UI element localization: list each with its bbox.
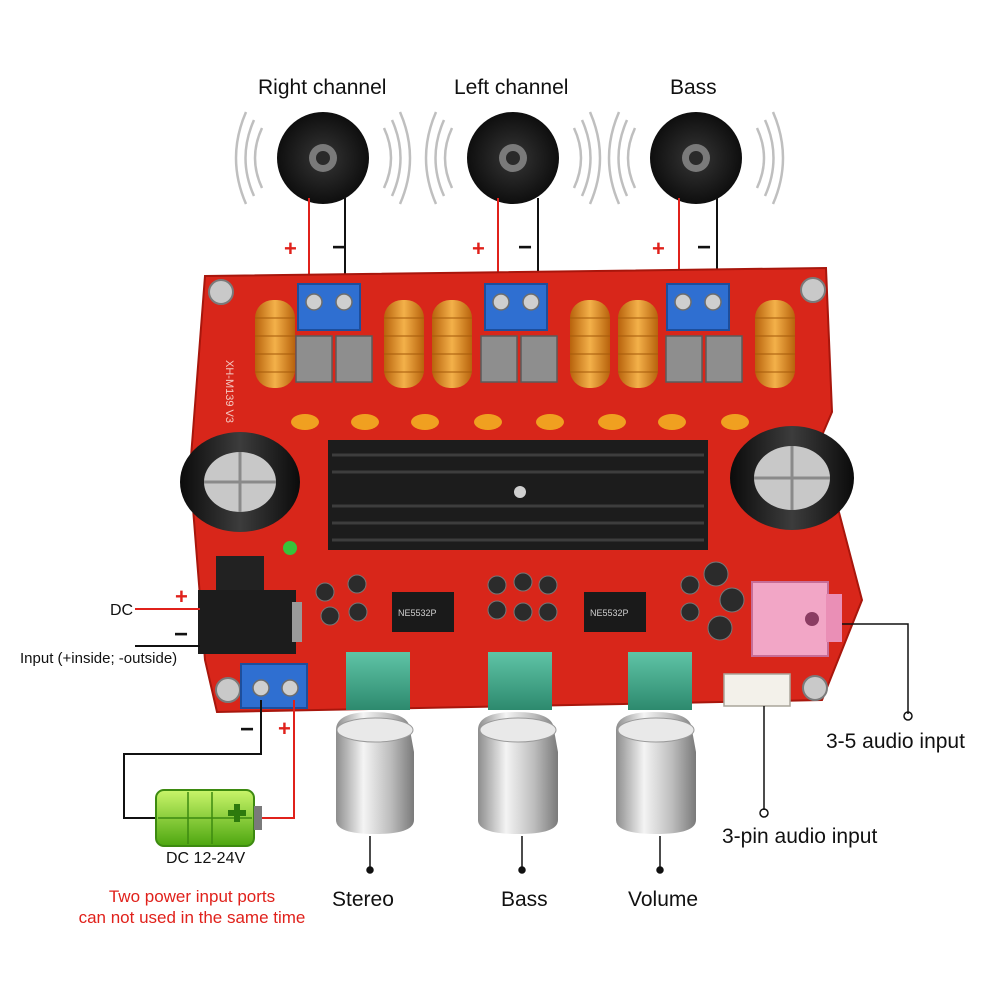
svg-text:XH-M139 V3: XH-M139 V3	[223, 360, 235, 423]
heatsink	[328, 440, 708, 550]
bass-knob[interactable]	[478, 712, 558, 834]
svg-text:NE5532P: NE5532P	[398, 608, 437, 618]
battery-voltage-label: DC 12-24V	[166, 850, 246, 867]
small-capacitors	[315, 561, 745, 641]
left-channel-label: Left channel	[454, 76, 569, 99]
inductors	[255, 300, 795, 388]
main-capacitors	[180, 426, 854, 532]
op-amp-chips: NE5532P NE5532P	[392, 592, 646, 632]
knob-leader-lines	[366, 836, 664, 874]
left-speaker	[424, 111, 602, 205]
ceramic-caps	[291, 414, 749, 430]
dc-plus-sign: +	[175, 584, 188, 609]
speaker-terminals	[297, 283, 730, 331]
right-plus-sign: +	[284, 236, 297, 261]
dc-input-label: Input (+inside; -outside)	[20, 650, 178, 667]
three-pin-connector	[723, 673, 791, 707]
terminal-minus-sign: −	[240, 716, 255, 743]
dc-barrel-jack	[198, 590, 296, 654]
jack-input-label: 3-5 audio input	[826, 730, 965, 753]
bass-speaker-label: Bass	[670, 76, 717, 99]
left-plus-sign: +	[472, 236, 485, 261]
power-terminal	[240, 663, 308, 709]
dc-label: DC	[110, 602, 134, 619]
bass-knob-label: Bass	[501, 888, 548, 911]
potentiometers	[346, 652, 692, 710]
smd-inductors	[295, 335, 743, 383]
terminal-plus-sign: +	[278, 716, 291, 741]
pin-input-label: 3-pin audio input	[722, 825, 878, 848]
stereo-knob-label: Stereo	[332, 888, 394, 911]
power-warning-line1: Two power input ports	[108, 887, 276, 906]
volume-knob-label: Volume	[628, 888, 699, 911]
right-speaker	[234, 111, 412, 205]
battery-icon	[155, 789, 262, 847]
power-led	[283, 541, 297, 555]
left-minus-sign: −	[518, 234, 533, 261]
stereo-knob[interactable]	[336, 712, 414, 834]
svg-text:NE5532P: NE5532P	[590, 608, 629, 618]
power-warning: Two power input ports can not used in th…	[60, 886, 324, 928]
bass-minus-sign: −	[697, 234, 712, 261]
volume-knob[interactable]	[616, 712, 696, 834]
pin-leader-line	[759, 706, 769, 818]
right-minus-sign: −	[332, 234, 347, 261]
power-warning-line2: can not used in the same time	[78, 908, 306, 927]
right-channel-label: Right channel	[258, 76, 387, 99]
jack-leader-line	[842, 623, 913, 721]
amplifier-board: XH-M139 V3	[180, 266, 864, 714]
diode	[216, 556, 264, 592]
bass-plus-sign: +	[652, 236, 665, 261]
audio-jack-3-5	[751, 581, 842, 657]
dc-minus-sign: −	[174, 621, 189, 648]
dc-input-wires	[135, 608, 200, 647]
battery-wires	[123, 700, 295, 819]
bass-speaker	[607, 111, 785, 205]
